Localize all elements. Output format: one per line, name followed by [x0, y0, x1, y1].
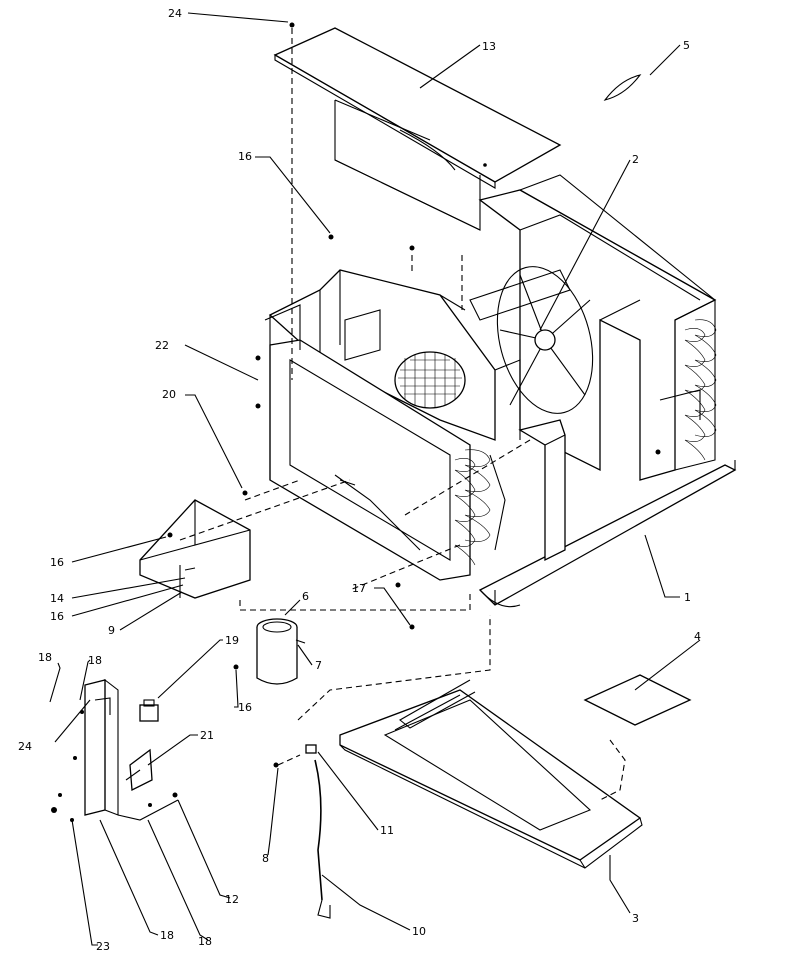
condenser-coil: [659, 319, 717, 461]
drain-tube: [273, 744, 331, 919]
callout-16: 16: [238, 701, 252, 714]
control-panel: [51, 678, 179, 822]
callout-7: 7: [315, 659, 322, 672]
callout-22: 22: [155, 339, 169, 352]
callout-1: 1: [684, 591, 691, 604]
partition-bracket: [518, 419, 566, 562]
screws: [167, 22, 661, 670]
assembly-lines: [179, 28, 626, 801]
callout-10: 10: [412, 925, 426, 938]
cabinet-base: [478, 460, 737, 608]
rotary-switch: [139, 699, 159, 722]
evaporator-coil: [264, 304, 506, 581]
callout-18: 18: [38, 651, 52, 664]
callout-16: 16: [238, 150, 252, 163]
callout-17: 18: [160, 929, 174, 942]
callout-16: 16: [50, 610, 64, 623]
callout-24: 24: [168, 7, 182, 20]
label-plate: [583, 674, 692, 726]
callout-19: 19: [225, 634, 239, 647]
callout-23: 23: [96, 940, 110, 953]
capacitor: [256, 618, 306, 685]
callout-18: 17: [352, 582, 366, 595]
callout-8: 8: [262, 852, 269, 865]
callouts: 24 13 5 16 2 22 20 16 14 16 9 1 17 6 7 1…: [18, 7, 701, 953]
callout-12: 12: [225, 893, 239, 906]
callout-13: 13: [482, 40, 496, 53]
callout-24: 24: [18, 740, 32, 753]
condenser-fan: [469, 266, 594, 414]
callout-2: 2: [632, 153, 639, 166]
callout-14: 14: [50, 592, 64, 605]
callout-5: 5: [683, 39, 690, 52]
wire-tie: [603, 74, 642, 101]
callout-11: 11: [380, 824, 394, 837]
blower-wheel: [394, 351, 466, 409]
leader-lines: [49, 12, 701, 946]
thermostat: [125, 748, 153, 792]
callout-3: 3: [632, 912, 639, 925]
drain-pan: [339, 679, 643, 869]
callout-9: 9: [108, 624, 115, 637]
callout-21: 21: [200, 729, 214, 742]
callout-20: 20: [162, 388, 176, 401]
callout-6: 6: [302, 590, 309, 603]
callout-18: 18: [198, 935, 212, 948]
callout-18: 18: [88, 654, 102, 667]
callout-4: 4: [694, 630, 701, 643]
callout-16: 16: [50, 556, 64, 569]
top-cover-panel: [273, 27, 562, 231]
